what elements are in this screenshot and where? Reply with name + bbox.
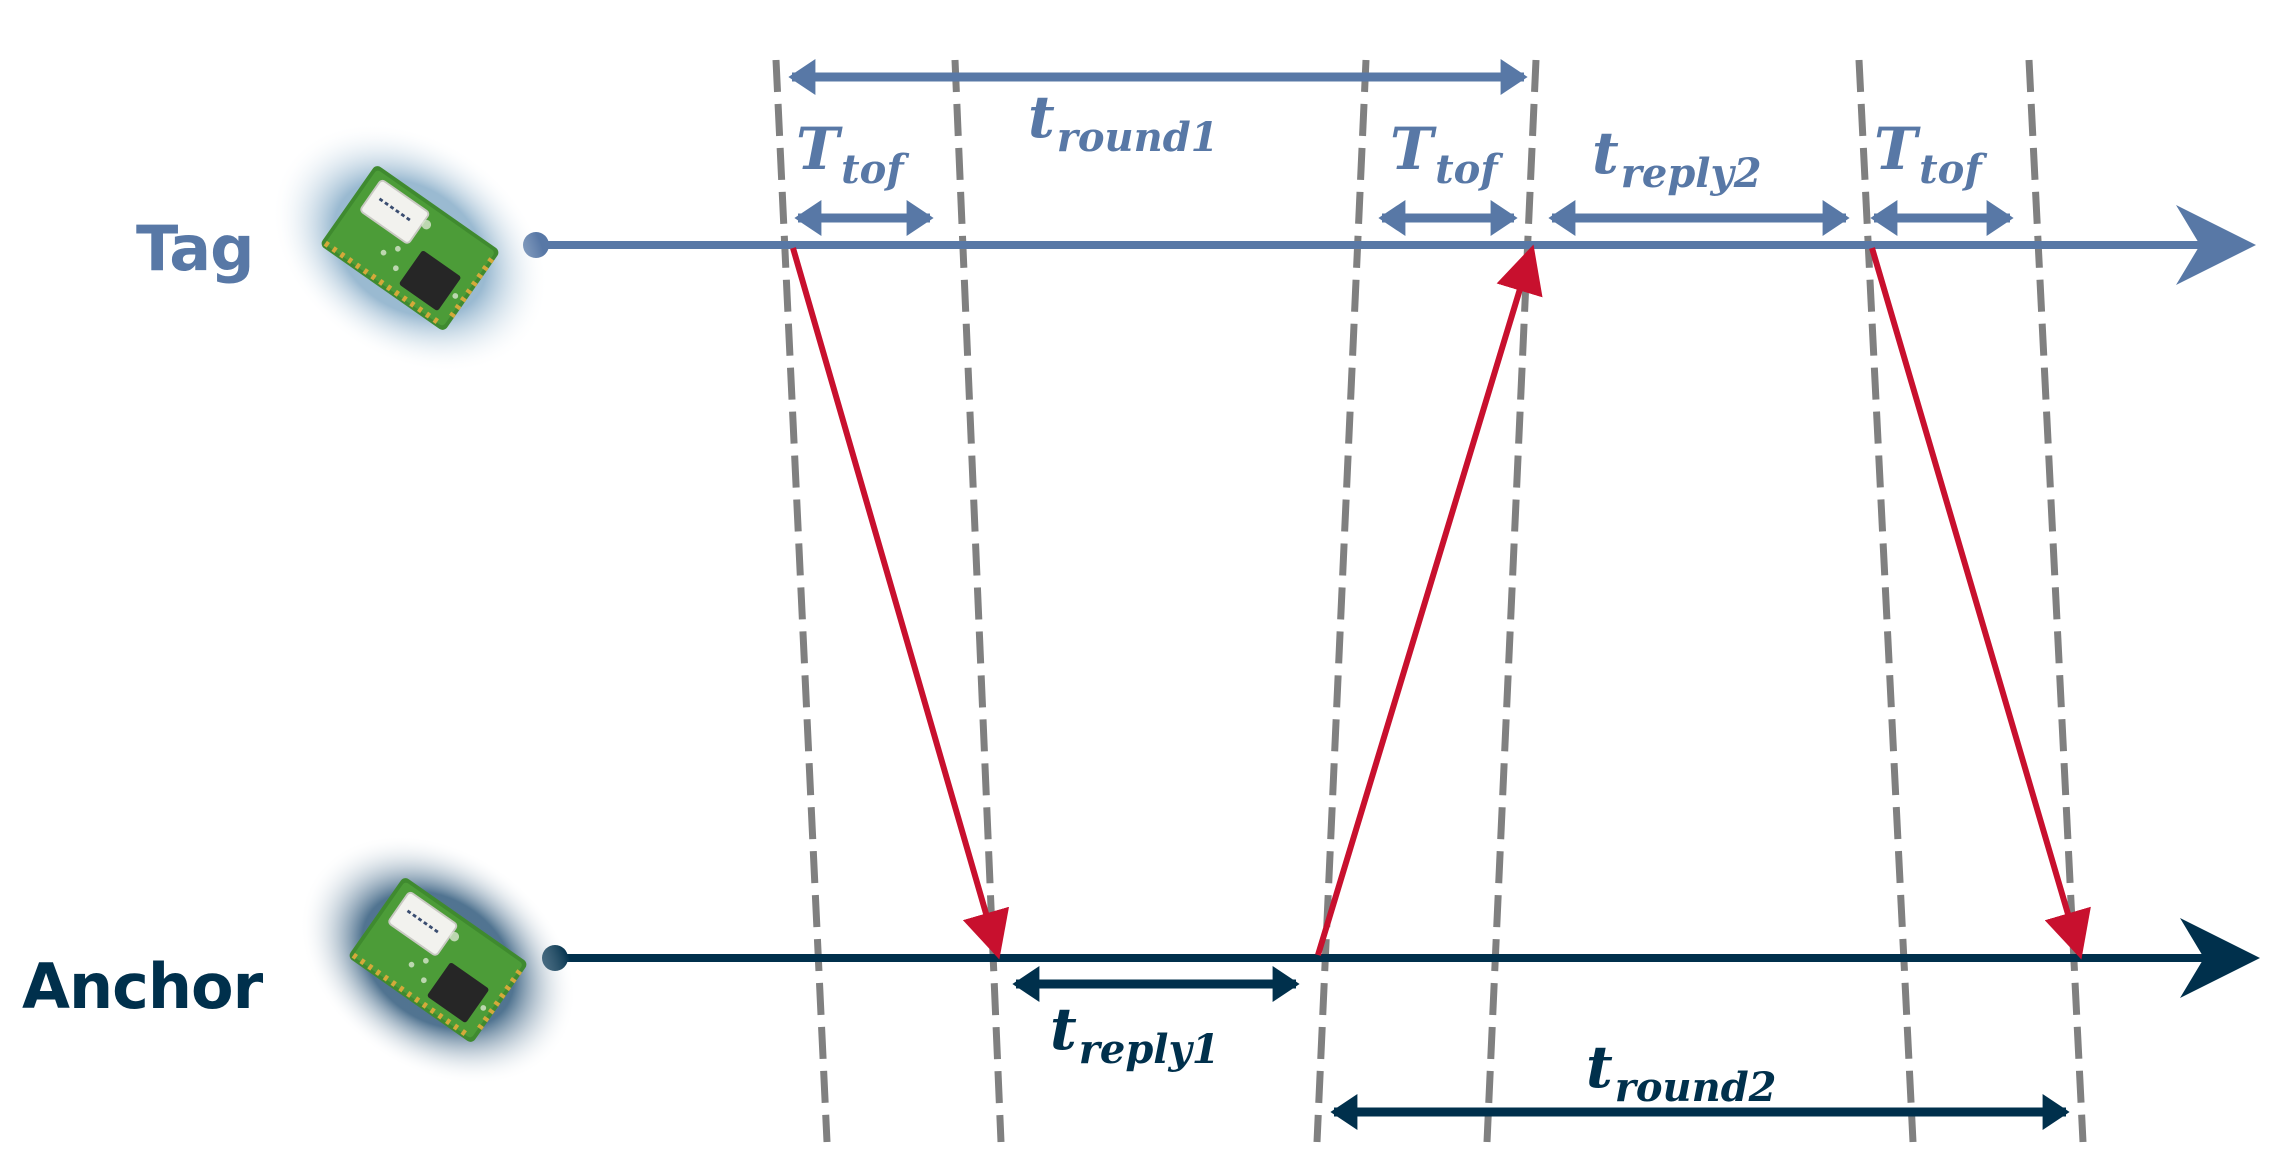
tround2-label: tround2 (1586, 1033, 1777, 1111)
anchor-label: Anchor (22, 950, 263, 1023)
tag-interval-arrows (788, 59, 2014, 236)
anchor-timeline (542, 918, 2260, 998)
guide-line-3 (1313, 59, 1370, 1143)
tag-label: Tag (136, 212, 255, 285)
message-2-anchor-to-tag (1315, 244, 1543, 956)
tround1-label: tround1 (1028, 83, 1219, 161)
guide-line-6 (2025, 59, 2087, 1143)
message-3-tag-to-anchor (1869, 247, 2091, 960)
ttof1-label: Ttof (796, 115, 904, 193)
message-1-tag-to-anchor (790, 247, 1010, 960)
messages (790, 244, 2091, 960)
anchor-device (299, 835, 577, 1085)
ttof2-label: Ttof (1390, 115, 1498, 193)
treply1-label: treply1 (1050, 995, 1220, 1073)
tag-device (271, 123, 549, 373)
guide-line-2 (951, 59, 1005, 1143)
ttof3-label: Ttof (1874, 115, 1982, 193)
treply2-label: treply2 (1592, 119, 1762, 197)
tag-timeline (523, 205, 2256, 285)
anchor-interval-arrows (1012, 966, 2070, 1130)
